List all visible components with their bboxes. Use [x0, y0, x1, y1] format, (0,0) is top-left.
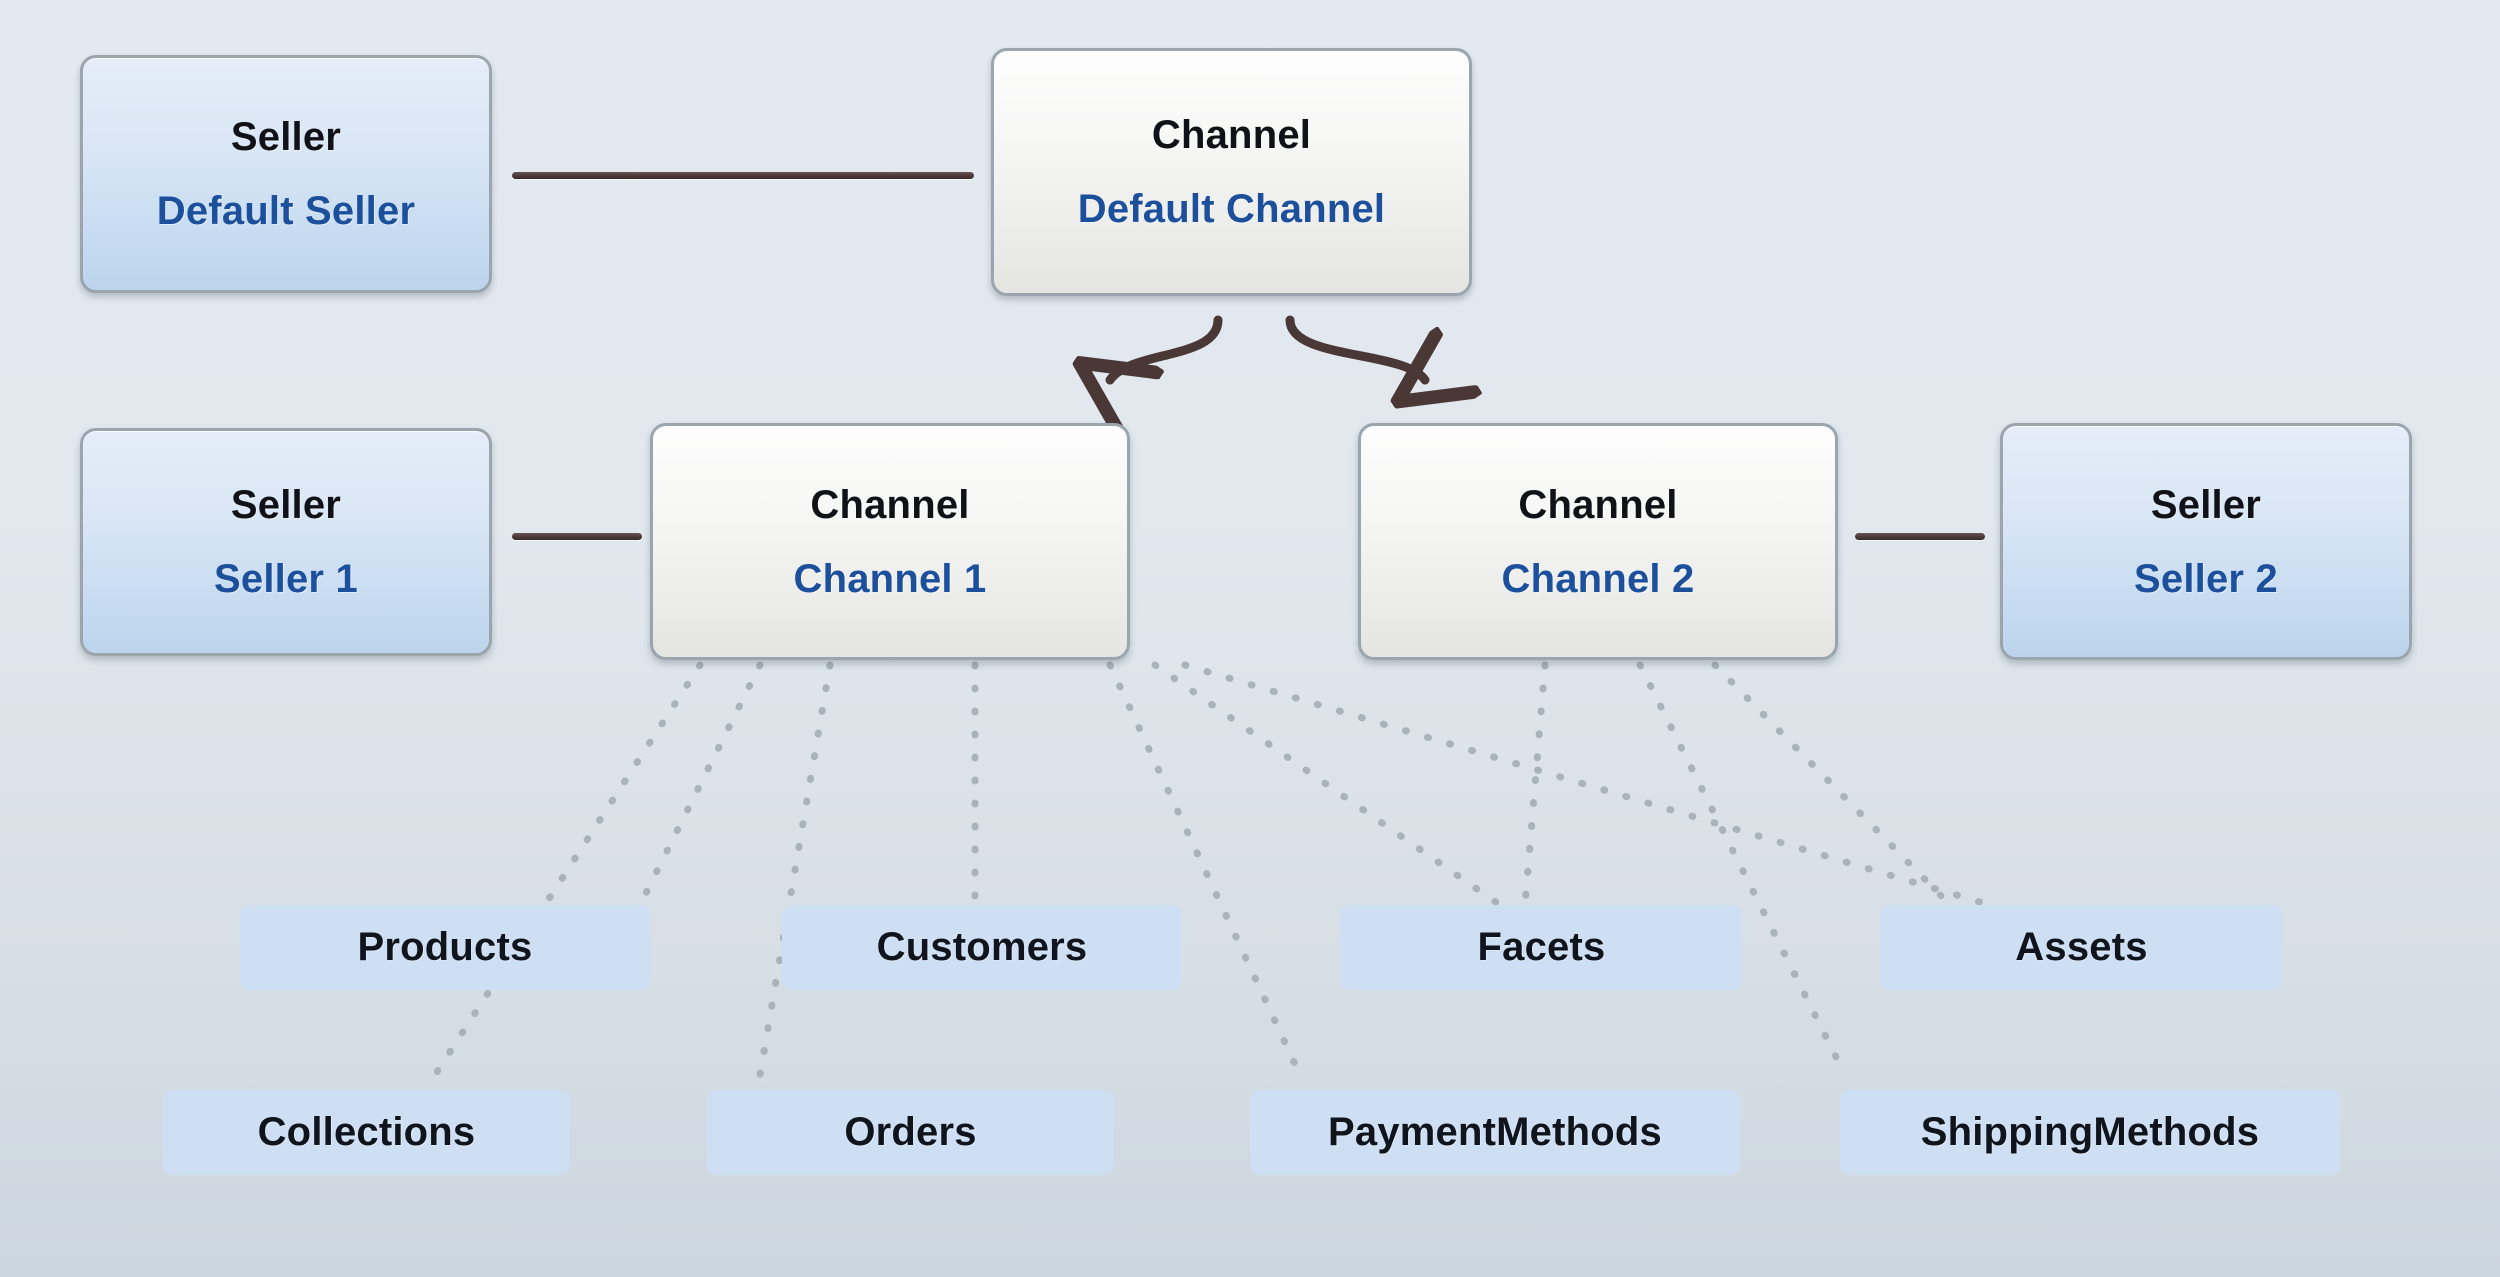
dotted-channel1-to-payment	[1106, 661, 1304, 1079]
dotted-channel1-to-assets	[1181, 661, 1994, 909]
dotted-channel2-to-facets	[1521, 661, 1549, 909]
node-channel-1-type: Channel	[810, 482, 970, 527]
node-channel-1-name: Channel 1	[793, 556, 987, 601]
node-seller-2-name: Seller 2	[2134, 556, 2278, 601]
link-channel2-seller2	[1855, 533, 1985, 540]
node-channel-2-name: Channel 2	[1501, 556, 1695, 601]
node-channel-1[interactable]: Channel Channel 1	[650, 423, 1130, 660]
dotted-channel1-to-products	[636, 661, 764, 909]
node-default-seller[interactable]: Seller Default Seller	[80, 55, 492, 293]
dotted-edges-channel-1	[431, 661, 1994, 1079]
dotted-channel1-to-collections	[431, 661, 704, 1079]
node-default-channel-name: Default Channel	[1077, 187, 1386, 231]
dotted-channel2-to-assets	[1711, 661, 1954, 909]
node-channel-2[interactable]: Channel Channel 2	[1358, 423, 1838, 660]
dotted-channel2-to-shipping	[1636, 661, 1849, 1079]
chip-facets[interactable]: Facets	[1340, 905, 1743, 990]
node-seller-2-type: Seller	[2150, 482, 2262, 527]
chip-shipping-methods[interactable]: ShippingMethods	[1840, 1090, 2340, 1175]
chip-orders[interactable]: Orders	[707, 1090, 1114, 1175]
link-default-seller-default-channel	[512, 172, 974, 179]
node-default-seller-type: Seller	[230, 115, 342, 159]
link-seller1-channel1	[512, 533, 642, 540]
node-seller-1-type: Seller	[230, 483, 342, 527]
node-channel-2-type: Channel	[1518, 482, 1678, 527]
node-default-seller-name: Default Seller	[156, 189, 416, 233]
node-default-channel-type: Channel	[1151, 113, 1312, 157]
node-default-channel[interactable]: Channel Default Channel	[991, 48, 1472, 296]
dotted-channel1-to-facets	[1151, 661, 1504, 909]
dotted-channel1-to-orders	[756, 661, 834, 1079]
arrow-default-channel-to-channel-1	[1110, 315, 1223, 380]
chip-customers[interactable]: Customers	[782, 905, 1182, 990]
node-seller-1-name: Seller 1	[214, 557, 358, 601]
chip-collections[interactable]: Collections	[163, 1090, 570, 1175]
node-seller-1[interactable]: Seller Seller 1	[80, 428, 492, 656]
chip-assets[interactable]: Assets	[1880, 905, 2283, 990]
chip-products[interactable]: Products	[240, 905, 650, 990]
arrow-default-channel-to-channel-2	[1285, 315, 1425, 380]
node-seller-2[interactable]: Seller Seller 2	[2000, 423, 2412, 660]
dotted-edges-channel-2	[1521, 661, 1954, 1079]
chip-payment-methods[interactable]: PaymentMethods	[1250, 1090, 1740, 1175]
